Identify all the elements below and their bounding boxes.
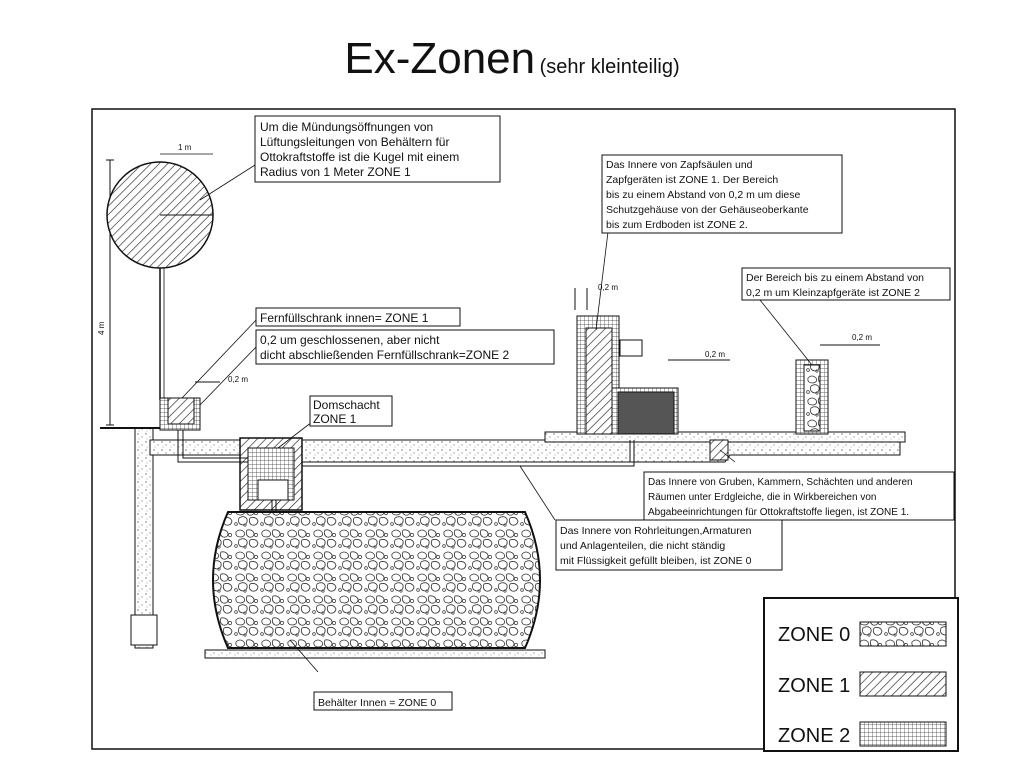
legend-zone0-label: ZONE 0 <box>778 624 850 646</box>
callout-gruben-line: Das Innere von Gruben, Kammern, Schächte… <box>648 477 913 488</box>
callout-domschacht-line: ZONE 1 <box>313 412 357 426</box>
callout-zapf-line: Das Innere von Zapfsäulen und <box>606 159 753 171</box>
domschacht <box>239 437 303 511</box>
title-main: Ex-Zonen <box>344 34 536 83</box>
callout-kleinzapf-line: Der Bereich bis zu einem Abstand von <box>746 272 924 284</box>
title-sub: (sehr kleinteilig) <box>539 56 680 78</box>
dim-fern-label: 0,2 m <box>228 375 248 384</box>
callout-sphere-line: Lüftungsleitungen von Behältern für <box>260 135 449 149</box>
ex-zones-diagram: 4 m 1 m 0,2 m <box>91 108 959 752</box>
fernfuellschrank: 0,2 m <box>159 375 248 431</box>
callout-fernfuell-inner: Fernfüllschrank innen= ZONE 1 <box>255 307 461 327</box>
callout-zapf-line: Schutzgehäuse von der Gehäuseoberkante <box>606 204 809 216</box>
legend-zone1-swatch <box>859 671 947 697</box>
callout-zapfsaeulen: Das Innere von Zapfsäulen und Zapfgeräte… <box>601 154 843 234</box>
dim-small-label: 0,2 m <box>852 333 872 342</box>
callout-fernfuell-around-line: 0,2 um geschlossenen, aber nicht <box>260 333 440 347</box>
callout-behaelter: Behälter Innen = ZONE 0 <box>313 691 453 711</box>
fuel-dispenser: 0,2 m 0,2 m <box>574 283 730 435</box>
callout-sphere: Um die Mündungsöffnungen von Lüftungslei… <box>254 115 501 183</box>
callout-sphere-line: Ottokraftstoffe ist die Kugel mit einem <box>260 150 459 164</box>
legend: ZONE 0 ZONE 1 ZONE 2 <box>763 597 959 752</box>
legend-zone0-swatch <box>859 621 947 647</box>
callout-kleinzapf-line: 0,2 m um Kleinzapfgeräte ist ZONE 2 <box>746 287 920 299</box>
callout-gruben-line: Räumen unter Erdgleiche, die in Wirkbere… <box>648 492 876 503</box>
vent-sphere: 1 m <box>106 143 214 400</box>
legend-zone2-swatch <box>859 721 947 747</box>
slide-title: Ex-Zonen (sehr kleinteilig) <box>0 34 1024 84</box>
callout-zapf-line: bis zum Erdboden ist ZONE 2. <box>606 219 748 231</box>
leader-lines <box>181 164 813 673</box>
dim-pump-label: 0,2 m <box>598 283 618 292</box>
callout-fernfuell-around-line: dicht abschließenden Fernfüllschrank=ZON… <box>260 348 509 362</box>
callout-behaelter-line: Behälter Innen = ZONE 0 <box>318 697 436 709</box>
callout-rohr-line: mit Flüssigkeit gefüllt bleiben, ist ZON… <box>560 555 752 567</box>
callout-domschacht-line: Domschacht <box>313 398 380 412</box>
callout-kleinzapf: Der Bereich bis zu einem Abstand von 0,2… <box>741 267 951 301</box>
callout-fernfuell-around: 0,2 um geschlossenen, aber nicht dicht a… <box>255 329 555 365</box>
callout-zapf-line: bis zu einem Abstand von 0,2 m um diese <box>606 189 801 201</box>
callout-rohr-line: Das Innere von Rohrleitungen,Armaturen <box>560 525 752 537</box>
small-dispenser: 0,2 m <box>795 333 880 435</box>
legend-zone2-label: ZONE 2 <box>778 725 850 747</box>
callout-rohr: Das Innere von Rohrleitungen,Armaturen u… <box>555 519 783 571</box>
callout-gruben-line: Abgabeeinrichtungen für Ottokraftstoffe … <box>648 507 909 518</box>
callout-sphere-line: Radius von 1 Meter ZONE 1 <box>260 165 411 179</box>
dim-4m-label: 4 m <box>97 321 106 335</box>
underground-pit <box>709 439 729 461</box>
callout-zapf-line: Zapfgeräten ist ZONE 1. Der Bereich <box>606 174 778 186</box>
tank <box>204 511 546 659</box>
dim-1m-label: 1 m <box>178 143 192 152</box>
callout-rohr-line: und Anlagenteilen, die nicht ständig <box>560 540 725 552</box>
dim-pump-side-label: 0,2 m <box>705 350 725 359</box>
left-post-foot <box>130 614 158 646</box>
callout-fernfuell-inner-line: Fernfüllschrank innen= ZONE 1 <box>260 311 429 325</box>
diagram-frame <box>91 108 956 750</box>
callout-sphere-line: Um die Mündungsöffnungen von <box>260 120 433 134</box>
legend-zone1-label: ZONE 1 <box>778 675 850 697</box>
callout-gruben: Das Innere von Gruben, Kammern, Schächte… <box>643 471 955 521</box>
callout-domschacht: Domschacht ZONE 1 <box>309 395 393 427</box>
